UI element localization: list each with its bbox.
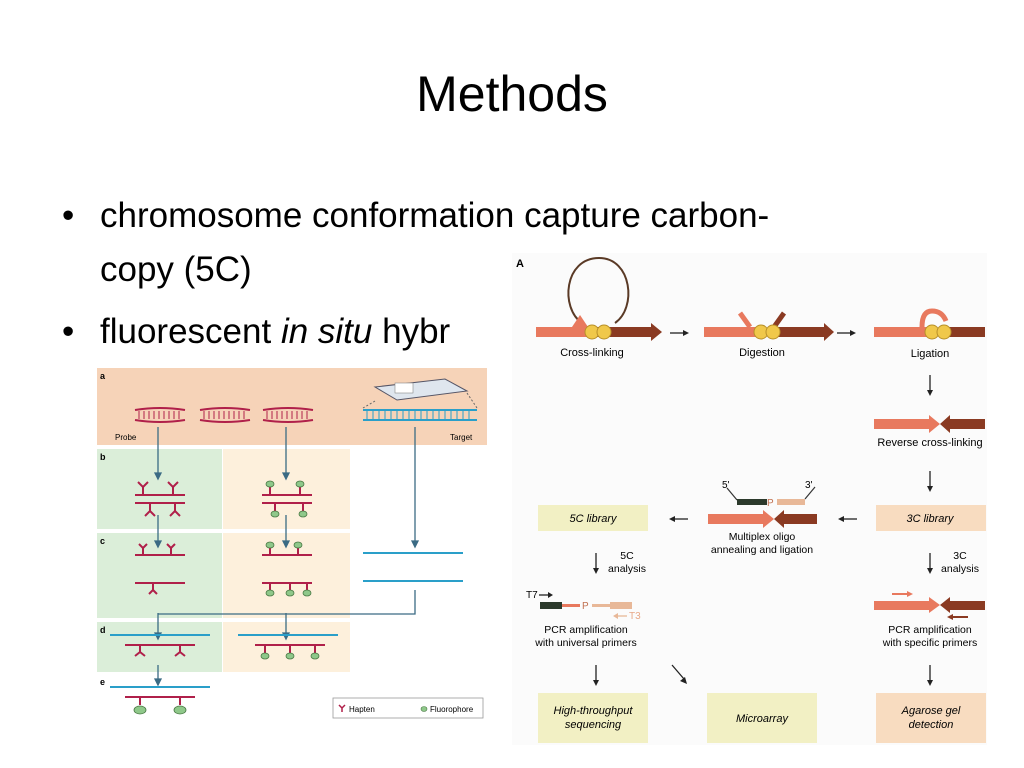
lib-3c-label: 3C library: [906, 513, 955, 525]
hts-box: [538, 693, 648, 743]
legend-fluorophore: Fluorophore: [430, 705, 474, 714]
step-reverse-crosslinking: Reverse cross-linking: [877, 437, 982, 449]
hapten-probe-c: [135, 543, 185, 595]
step-crosslinking: Cross-linking: [560, 347, 624, 359]
target-dna-a: [363, 409, 477, 421]
reverse-crosslinking-icon: [874, 415, 985, 433]
probe-dna-1: [134, 407, 186, 423]
bullet-fish-prefix: fluorescent: [100, 312, 281, 351]
step-multiplex-1: Multiplex oligo: [729, 531, 796, 543]
analysis-5c-1: 5C: [620, 550, 634, 562]
panel-c-green-bg: [97, 533, 222, 618]
fluor-probe-b: [262, 487, 312, 511]
output-hts-2: sequencing: [565, 719, 622, 731]
step-ligation: Ligation: [911, 348, 950, 360]
bullet-fish-text: fluorescent in situ hybr: [100, 306, 450, 358]
step-multiplex-2: annealing and ligation: [711, 544, 813, 556]
bullet-5c-line1: chromosome conformation capture carbon-: [100, 196, 770, 235]
five-prime-label: 5': [722, 480, 730, 491]
t3-label: T3: [629, 611, 641, 622]
panel-label-c: c: [100, 536, 105, 546]
output-agarose-2: detection: [909, 719, 954, 731]
detected-hapten-e: [110, 686, 210, 715]
target-dna-c: [363, 552, 463, 582]
bullet-fish-italic: in situ: [280, 312, 373, 351]
digestion-icon: [704, 311, 834, 341]
panel-a-bg: [97, 368, 487, 445]
step-pcr-universal-2: with universal primers: [534, 637, 637, 649]
bullet-5c-line2: copy (5C): [100, 250, 252, 289]
panel-d-green-bg: [97, 622, 222, 672]
pcr-specific-icon: [874, 591, 985, 620]
multiplex-oligo-icon: P: [708, 486, 817, 528]
fluor-probe-c: [262, 548, 312, 590]
panel-label-a: a: [100, 371, 106, 381]
bullet-marker: •: [62, 312, 75, 351]
analysis-3c-1: 3C: [953, 550, 967, 562]
fish-diagram: a b c d e Probe Target: [95, 365, 490, 722]
lib-5c-box: [538, 505, 648, 531]
target-label: Target: [450, 433, 473, 442]
panel-label-d: d: [100, 625, 106, 635]
panel-label-A: A: [516, 258, 524, 270]
agarose-box: [876, 693, 986, 743]
t7-label: T7: [526, 590, 538, 601]
bullet-marker: •: [62, 196, 75, 235]
probe-dna-2: [199, 407, 251, 423]
hapten-icon: [338, 704, 346, 712]
fluorophore-icon: [420, 706, 428, 712]
output-microarray: Microarray: [736, 713, 789, 725]
hapten-probe-b: [135, 481, 185, 517]
panel-label-b: b: [100, 452, 106, 462]
step-digestion: Digestion: [739, 347, 785, 359]
microscope-slide-icon: [373, 378, 469, 401]
oligo-p-label: P: [767, 498, 774, 509]
crosslinking-icon: [536, 256, 662, 341]
lib-5c-label: 5C library: [569, 513, 618, 525]
analysis-3c-2: analysis: [941, 563, 979, 575]
probe-label: Probe: [115, 433, 137, 442]
panel-label-e: e: [100, 677, 105, 687]
hybridized-fluor-d: [238, 634, 338, 660]
panel-b-green-bg: [97, 449, 222, 529]
legend-hapten: Hapten: [349, 705, 375, 714]
legend-box: [332, 697, 484, 719]
step-pcr-universal-1: PCR amplification: [544, 624, 628, 636]
step-pcr-specific-1: PCR amplification: [888, 624, 972, 636]
ligation-icon: [874, 308, 985, 340]
output-agarose-1: Agarose gel: [901, 705, 961, 717]
analysis-5c-2: analysis: [608, 563, 646, 575]
probe-dna-3: [262, 407, 314, 423]
microarray-box: [707, 693, 817, 743]
three-prime-label: 3': [805, 480, 813, 491]
pcr-universal-oligo: [540, 602, 562, 609]
fivec-workflow-diagram: A Cross-linking Digestion Ligation Rever…: [512, 253, 987, 745]
hybridized-hapten-d: [110, 634, 210, 657]
bullet-fish-suffix: hybr: [372, 312, 451, 351]
pcr-p-label: P: [582, 601, 589, 612]
lib-3c-box: [876, 505, 986, 531]
slide-title: Methods: [416, 66, 608, 122]
step-pcr-specific-2: with specific primers: [882, 637, 978, 649]
output-hts-1: High-throughput: [554, 705, 634, 717]
